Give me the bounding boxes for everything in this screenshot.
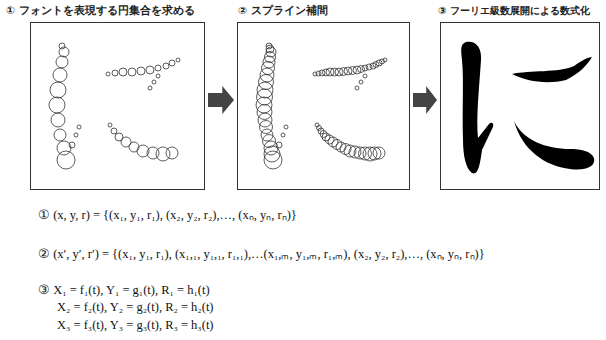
formula-line: ① (x, y, r) = {(x₁, y₁, r₁), (x₂, y₂, r₂… — [38, 206, 297, 223]
circle-set — [49, 43, 180, 169]
step-title: ② スプライン補間 — [238, 4, 328, 18]
block-arrow — [208, 86, 234, 114]
glyph-ni — [461, 42, 594, 174]
circle-set — [256, 43, 387, 169]
step-title: ① フォントを表現する円集合を求める — [6, 4, 195, 18]
formula-line: X₃ = f₃(t), Y₃ = g₃(t), R₃ = h₃(t) — [57, 318, 214, 333]
panel-box: ① フォントを表現する円集合を求める — [30, 22, 205, 190]
block-arrow — [413, 86, 437, 114]
step-title: ③ フーリエ級数展開による数式化 — [438, 4, 590, 18]
interpolated-circles — [257, 45, 385, 162]
formula-line: X₂ = f₂(t), Y₂ = g₂(t), R₂ = h₂(t) — [57, 300, 214, 315]
panel-box: ③ フーリエ級数展開による数式化 — [440, 22, 600, 190]
panel-box: ② スプライン補間 — [237, 22, 410, 190]
formula-line: ③ X₁ = f₁(t), Y₁ = g₁(t), R₁ = h₁(t) — [38, 282, 210, 298]
formula-line: ② (x′, y′, r′) = {(x₁, y₁, r₁), (x₁,₁, y… — [38, 245, 485, 262]
